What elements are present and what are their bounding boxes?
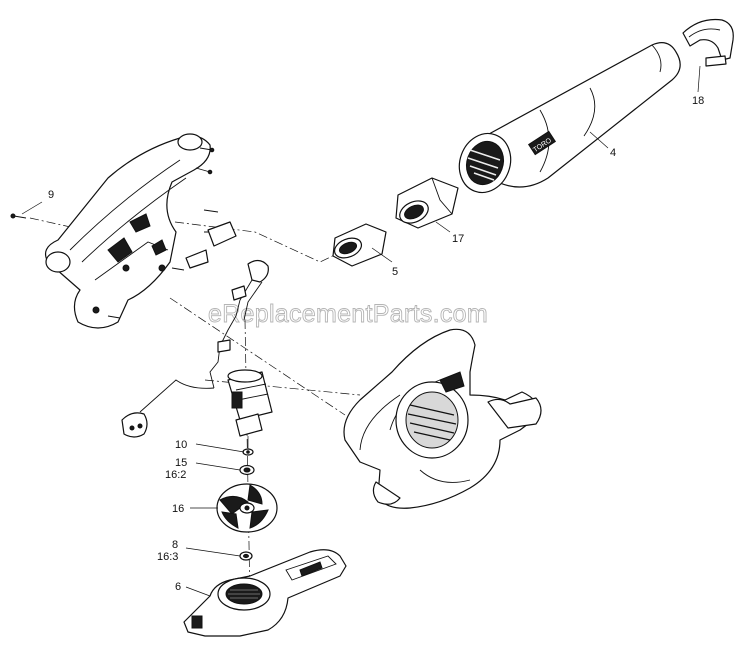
callout-10: 10 bbox=[175, 439, 187, 451]
callout-17: 17 bbox=[452, 233, 464, 245]
part-8-nut bbox=[239, 551, 253, 561]
part-5-nozzle-coupler bbox=[332, 223, 387, 267]
part-17-nozzle-adapter bbox=[395, 177, 459, 229]
part-18-tube-clip bbox=[682, 18, 734, 67]
switch-bracket bbox=[185, 221, 237, 269]
switch-and-wiring bbox=[121, 259, 269, 438]
callout-labels: 9 5 17 4 18 10 15 16:2 16 8 16:3 6 bbox=[48, 95, 704, 593]
part-6-base-cover bbox=[183, 549, 347, 637]
part-10-washer bbox=[242, 448, 254, 456]
callout-16-2: 16:2 bbox=[165, 469, 186, 481]
callout-4: 4 bbox=[610, 147, 616, 159]
housing-handle-half bbox=[10, 133, 219, 329]
tube-brand-plate bbox=[527, 130, 557, 156]
callout-8: 8 bbox=[172, 539, 178, 551]
callout-18: 18 bbox=[692, 95, 704, 107]
part-4-blower-tube: TORO bbox=[458, 42, 681, 194]
callout-leaders bbox=[21, 65, 701, 597]
part-15-nut bbox=[239, 464, 255, 476]
callout-15: 15 bbox=[175, 457, 187, 469]
motor bbox=[227, 369, 273, 450]
blower-housing bbox=[343, 328, 542, 509]
callout-16: 16 bbox=[172, 503, 184, 515]
callout-9: 9 bbox=[48, 189, 54, 201]
callout-5: 5 bbox=[392, 266, 398, 278]
callout-16-3: 16:3 bbox=[157, 551, 178, 563]
part-16-impeller bbox=[216, 483, 278, 533]
watermark: eReplacementParts.com bbox=[208, 300, 488, 328]
callout-6: 6 bbox=[175, 581, 181, 593]
